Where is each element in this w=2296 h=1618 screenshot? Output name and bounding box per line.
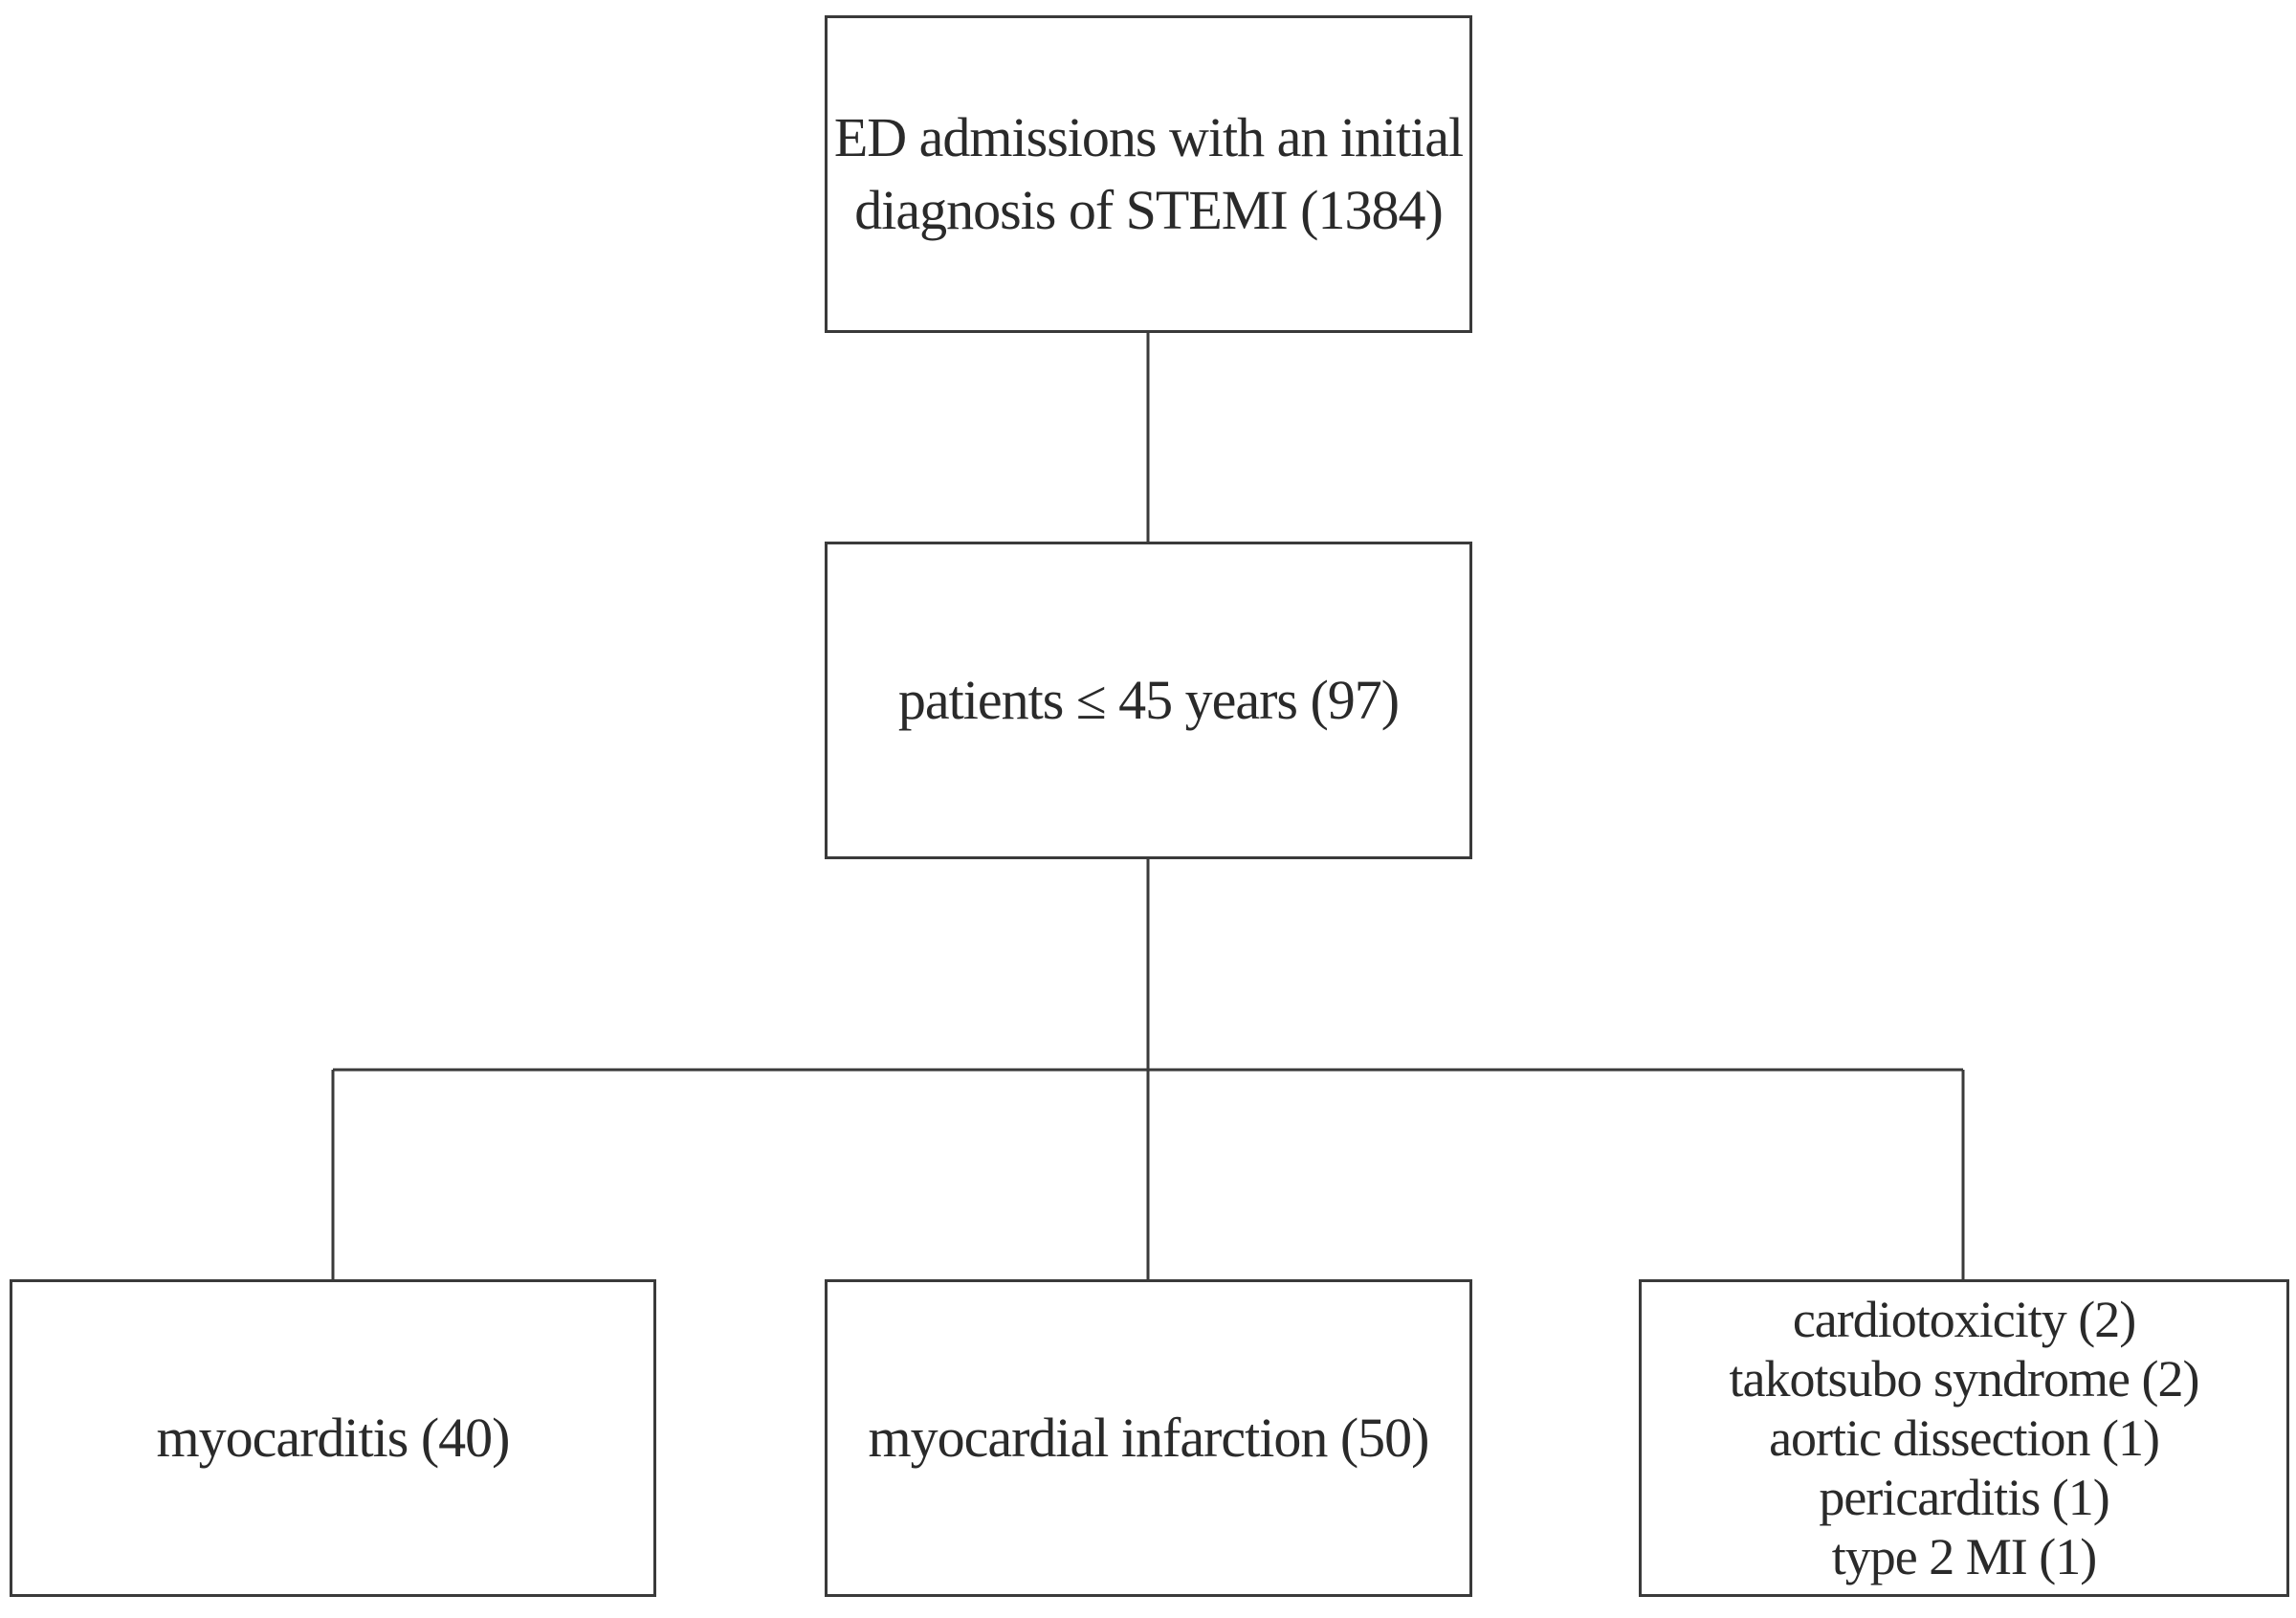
other-diagnosis-aortic-dissection: aortic dissection (1): [1769, 1409, 2160, 1467]
ed-admissions-line-1: ED admissions with an initial: [833, 106, 1464, 168]
myocardial-infarction-label: myocardial infarction (50): [868, 1407, 1430, 1469]
myocarditis-label: myocarditis (40): [156, 1407, 511, 1469]
ed-admissions-line-2: diagnosis of STEMI (1384): [854, 179, 1444, 241]
ed-admissions-box: ED admissions with an initial diagnosis …: [825, 15, 1472, 333]
patients-age-label: patients ≤ 45 years (97): [897, 669, 1400, 731]
other-diagnosis-takotsubo: takotsubo syndrome (2): [1729, 1350, 2200, 1407]
other-diagnosis-pericarditis: pericarditis (1): [1819, 1469, 2109, 1526]
other-diagnosis-cardiotoxicity: cardiotoxicity (2): [1792, 1291, 2136, 1348]
myocardial-infarction-box: myocardial infarction (50): [825, 1279, 1472, 1597]
other-diagnosis-type2-mi: type 2 MI (1): [1831, 1528, 2097, 1585]
myocarditis-box: myocarditis (40): [10, 1279, 656, 1597]
patients-age-box: patients ≤ 45 years (97): [825, 542, 1472, 859]
other-diagnoses-box: cardiotoxicity (2) takotsubo syndrome (2…: [1639, 1279, 2289, 1597]
